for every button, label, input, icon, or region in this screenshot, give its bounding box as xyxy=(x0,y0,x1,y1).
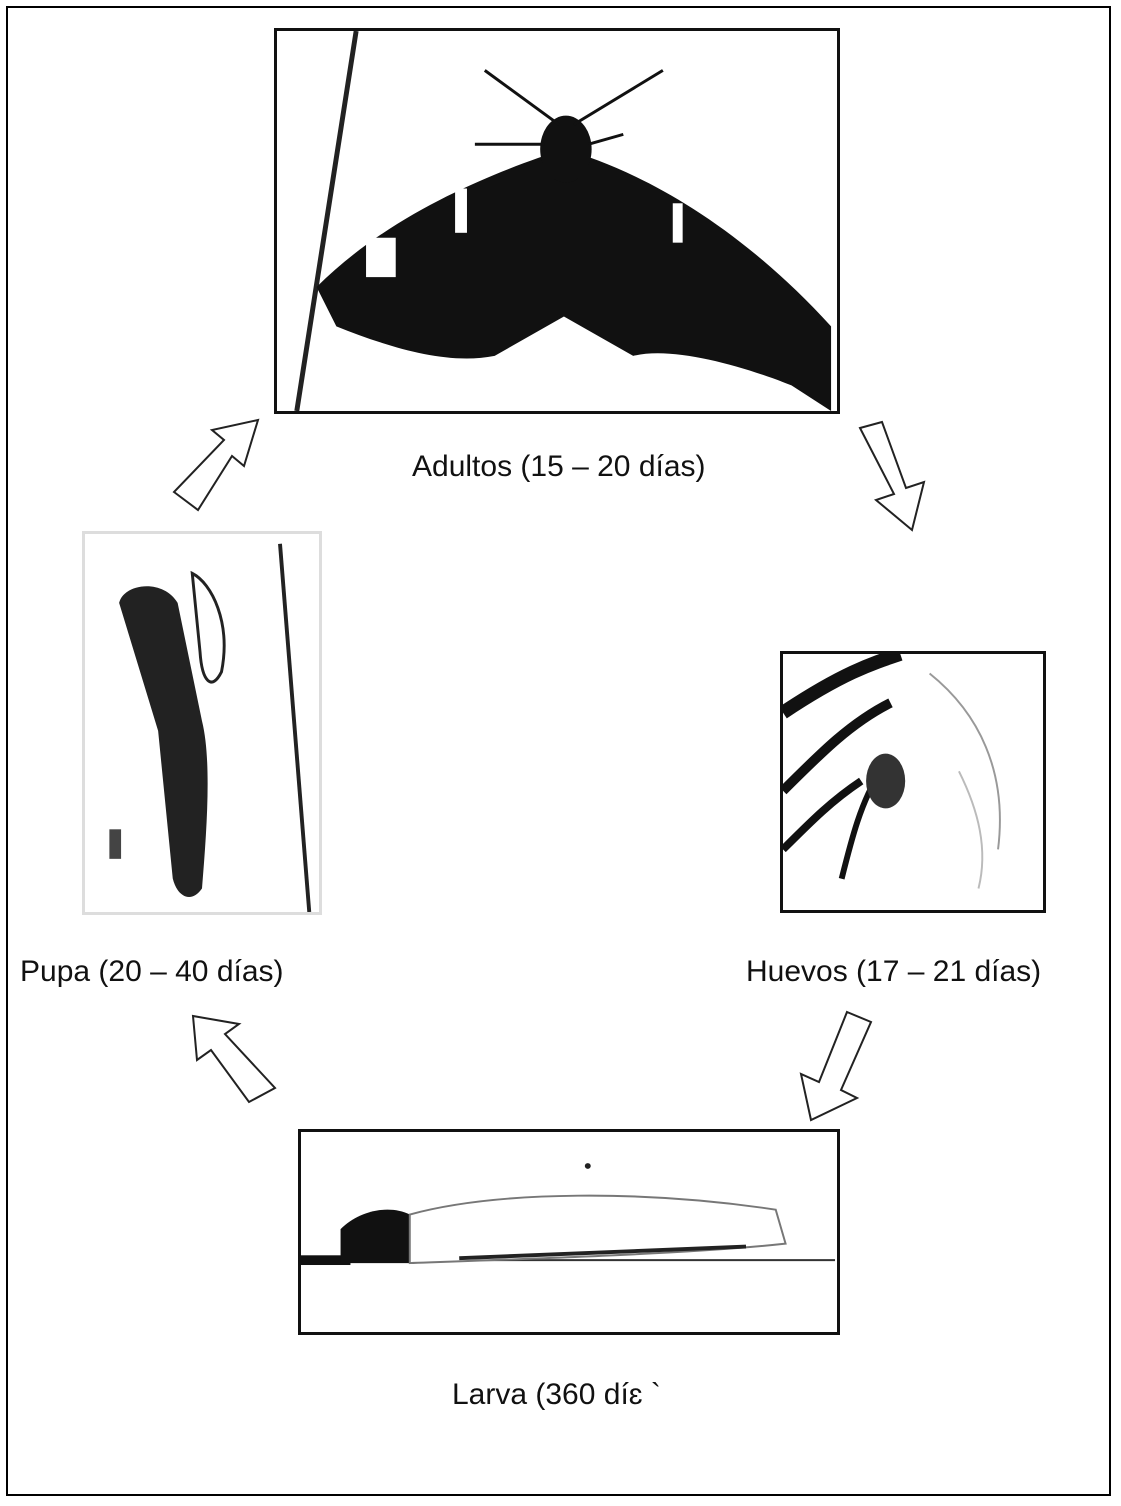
larva-photo xyxy=(298,1129,840,1335)
pupa-stage-label: Pupa (20 – 40 días) xyxy=(20,955,284,989)
pupa-photo xyxy=(82,531,322,915)
arrow-eggs-to-larva xyxy=(795,1008,885,1128)
adult-stage-label: Adultos (15 – 20 días) xyxy=(412,450,706,484)
arrow-larva-to-pupa xyxy=(187,1012,282,1112)
adult-moth-photo xyxy=(274,28,840,414)
arrow-pupa-to-adult xyxy=(168,416,268,516)
eggs-stage-label: Huevos (17 – 21 días) xyxy=(746,955,1041,989)
larva-stage-label: Larva (360 díɛ ` xyxy=(452,1378,661,1412)
eggs-on-leaf-photo xyxy=(780,651,1046,913)
arrow-adult-to-eggs xyxy=(848,420,938,535)
